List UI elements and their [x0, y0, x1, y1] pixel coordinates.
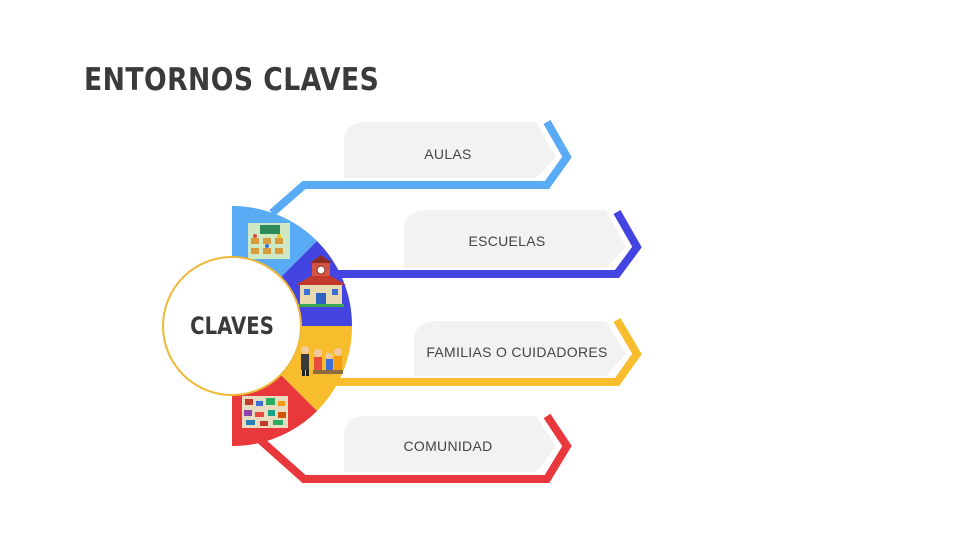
center-label: CLAVES	[190, 312, 274, 340]
connector-comunidad	[255, 413, 572, 483]
label-bg-escuelas	[404, 210, 626, 268]
connector-familias	[320, 317, 642, 386]
school-icon	[296, 255, 346, 307]
item-label-comunidad: COMUNIDAD	[403, 438, 493, 454]
connector-escuelas	[300, 210, 642, 278]
item-label-familias: FAMILIAS O CUIDADORES	[426, 344, 608, 360]
item-label-escuelas: ESCUELAS	[468, 233, 546, 249]
page-title: ENTORNOS CLAVES	[84, 62, 380, 98]
community-icon	[242, 396, 288, 428]
label-bg-familias	[414, 321, 626, 376]
classroom-icon	[248, 223, 290, 259]
family-icon	[301, 346, 343, 376]
label-bg-aulas	[344, 122, 556, 178]
connector-aulas	[269, 120, 572, 217]
label-bg-comunidad	[344, 416, 556, 472]
center-circle	[162, 256, 302, 396]
item-label-aulas: AULAS	[424, 146, 472, 162]
